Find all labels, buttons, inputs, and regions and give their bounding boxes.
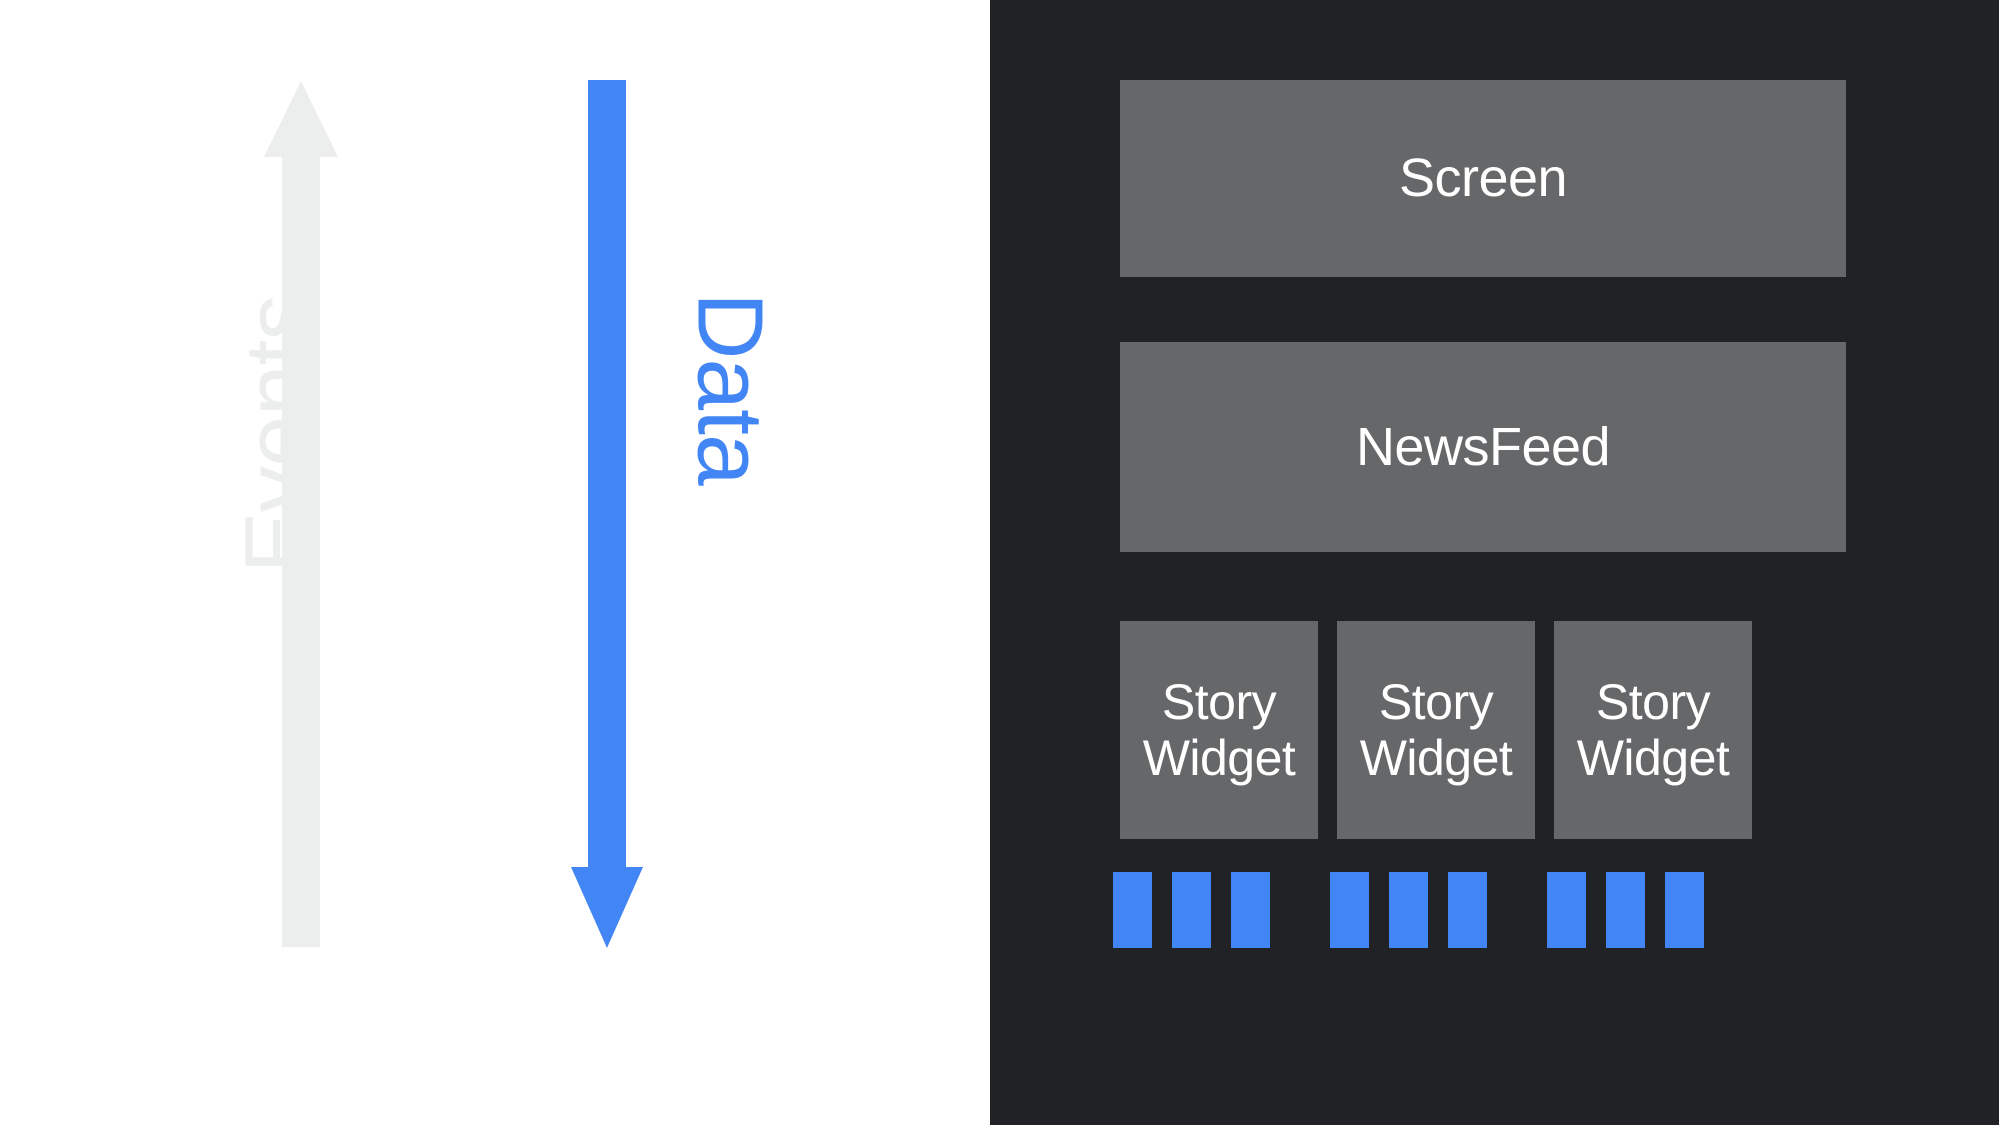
component-box-screen[interactable]: Screen <box>1120 80 1846 277</box>
story-widget-label-line1: Story <box>1595 674 1711 730</box>
story-widget-label-line2: Widget <box>1576 730 1730 786</box>
leaf-bar[interactable] <box>1231 872 1270 948</box>
events-flow-label: Events <box>225 295 330 574</box>
leaf-bar[interactable] <box>1665 872 1704 948</box>
flow-legend-panel: Events Data <box>0 0 990 1125</box>
data-flow-group: Data <box>555 60 783 970</box>
leaf-bar-group <box>1113 872 1270 948</box>
data-flow-label: Data <box>678 292 783 485</box>
events-flow-group: Events <box>210 60 410 970</box>
component-box-newsfeed[interactable]: NewsFeed <box>1120 342 1846 552</box>
component-box-story-widget[interactable]: Story Widget <box>1120 621 1318 839</box>
story-widget-label-line1: Story <box>1161 674 1277 730</box>
story-widget-label-line1: Story <box>1378 674 1494 730</box>
leaf-bar[interactable] <box>1547 872 1586 948</box>
component-tree-panel: Screen NewsFeed Story Widget Story Widge… <box>990 0 1999 1125</box>
leaf-bar[interactable] <box>1389 872 1428 948</box>
story-widget-label-line2: Widget <box>1359 730 1513 786</box>
leaf-bar-group <box>1330 872 1487 948</box>
leaf-bar[interactable] <box>1606 872 1645 948</box>
leaf-bar[interactable] <box>1330 872 1369 948</box>
leaf-bar[interactable] <box>1172 872 1211 948</box>
story-widget-label-line2: Widget <box>1142 730 1296 786</box>
leaf-bar[interactable] <box>1113 872 1152 948</box>
arrow-down-icon <box>571 80 643 948</box>
leaf-bar[interactable] <box>1448 872 1487 948</box>
leaf-bar-group <box>1547 872 1704 948</box>
arrow-up-icon <box>264 81 338 947</box>
component-box-story-widget[interactable]: Story Widget <box>1554 621 1752 839</box>
component-box-story-widget[interactable]: Story Widget <box>1337 621 1535 839</box>
